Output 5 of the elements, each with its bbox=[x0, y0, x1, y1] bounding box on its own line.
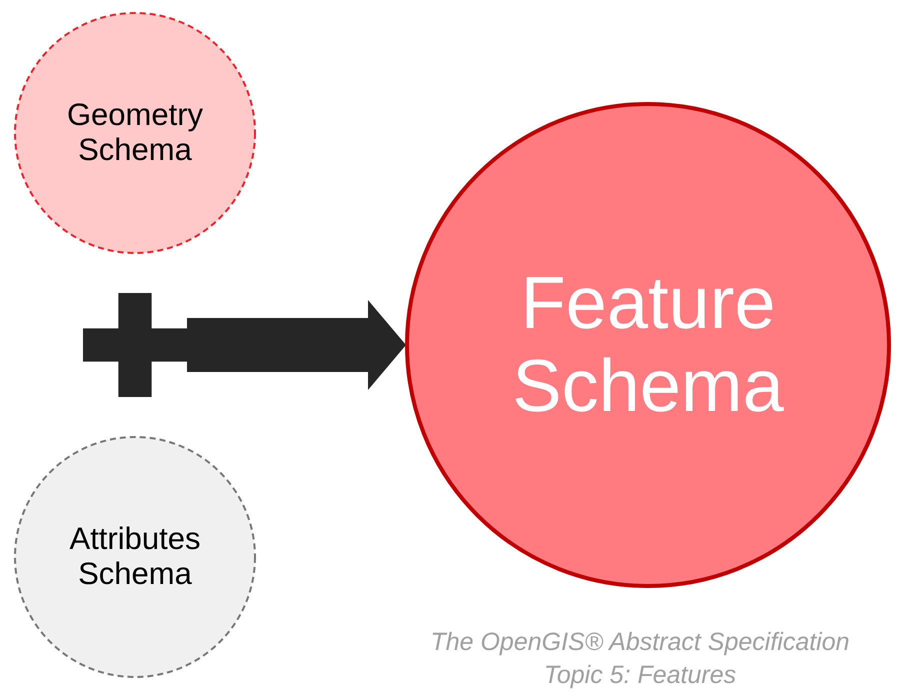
block-arrow bbox=[187, 300, 406, 390]
node-label: Attributes Schema bbox=[68, 522, 202, 592]
caption: The OpenGIS® Abstract Specification Topic 5: Features bbox=[429, 627, 851, 690]
node-label: Geometry Schema bbox=[66, 98, 204, 168]
node-label: Feature Schema bbox=[511, 262, 785, 428]
